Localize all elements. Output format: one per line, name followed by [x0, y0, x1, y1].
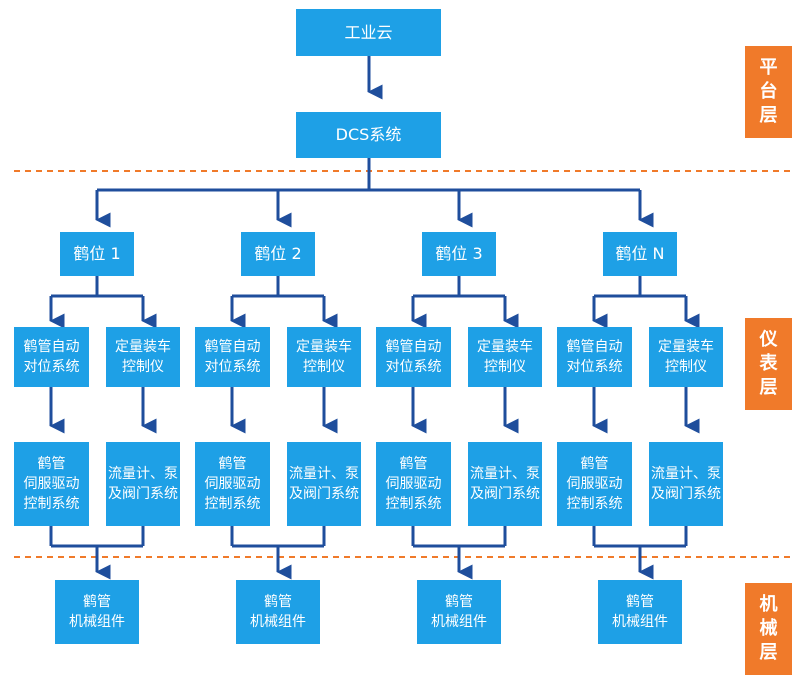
layer-label-mechanical: 机 械 层	[745, 583, 792, 675]
dcs-system-node: DCS系统	[296, 112, 441, 158]
auto-align-system-1: 鹤管自动 对位系统	[14, 327, 89, 387]
flow-pump-valve-system-3: 流量计、泵 及阀门系统	[468, 442, 542, 526]
auto-align-system-n: 鹤管自动 对位系统	[557, 327, 632, 387]
quantitative-loading-controller-1: 定量装车 控制仪	[106, 327, 180, 387]
flow-pump-valve-system-n: 流量计、泵 及阀门系统	[649, 442, 723, 526]
layer-label-instrument: 仪 表 层	[745, 318, 792, 410]
quantitative-loading-controller-3: 定量装车 控制仪	[468, 327, 542, 387]
crane-position-n: 鹤位 N	[603, 232, 677, 276]
mechanical-assembly-1: 鹤管 机械组件	[55, 580, 139, 644]
flow-pump-valve-system-2: 流量计、泵 及阀门系统	[287, 442, 361, 526]
servo-drive-control-1: 鹤管 伺服驱动 控制系统	[14, 442, 89, 526]
crane-position-2: 鹤位 2	[241, 232, 315, 276]
auto-align-system-3: 鹤管自动 对位系统	[376, 327, 451, 387]
auto-align-system-2: 鹤管自动 对位系统	[195, 327, 270, 387]
mechanical-assembly-3: 鹤管 机械组件	[417, 580, 501, 644]
crane-position-3: 鹤位 3	[422, 232, 496, 276]
mechanical-assembly-n: 鹤管 机械组件	[598, 580, 682, 644]
layer-label-platform: 平 台 层	[745, 46, 792, 138]
flow-pump-valve-system-1: 流量计、泵 及阀门系统	[106, 442, 180, 526]
mechanical-assembly-2: 鹤管 机械组件	[236, 580, 320, 644]
servo-drive-control-3: 鹤管 伺服驱动 控制系统	[376, 442, 451, 526]
industrial-cloud-node: 工业云	[296, 9, 441, 56]
quantitative-loading-controller-n: 定量装车 控制仪	[649, 327, 723, 387]
servo-drive-control-n: 鹤管 伺服驱动 控制系统	[557, 442, 632, 526]
quantitative-loading-controller-2: 定量装车 控制仪	[287, 327, 361, 387]
crane-position-1: 鹤位 1	[60, 232, 134, 276]
servo-drive-control-2: 鹤管 伺服驱动 控制系统	[195, 442, 270, 526]
